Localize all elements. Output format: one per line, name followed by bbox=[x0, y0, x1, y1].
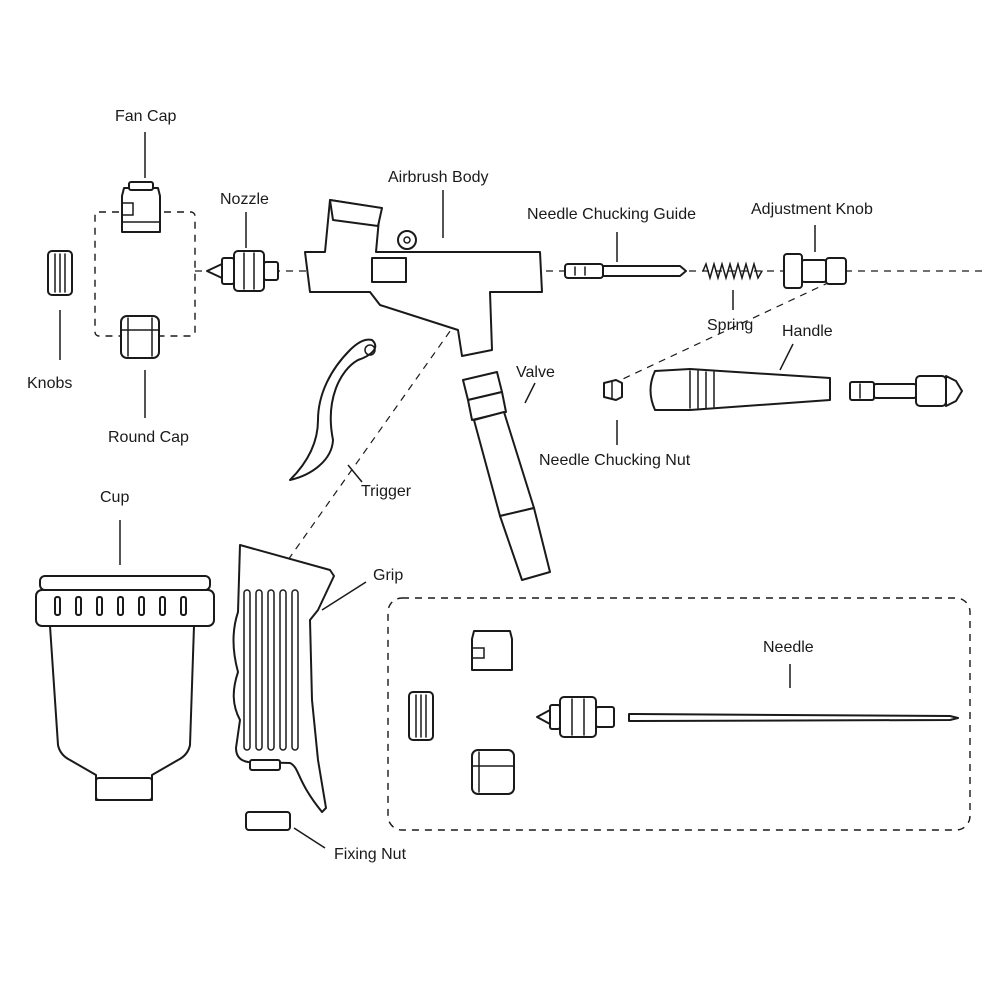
adjustment-knob-part bbox=[783, 253, 847, 289]
label-round-cap: Round Cap bbox=[108, 429, 189, 446]
label-cup: Cup bbox=[100, 489, 130, 506]
grip-guide-line bbox=[287, 309, 466, 561]
group-knobs-part bbox=[408, 691, 434, 741]
fixing-nut-leader bbox=[293, 827, 326, 849]
label-valve: Valve bbox=[516, 364, 555, 381]
trigger-leader bbox=[347, 464, 363, 483]
label-spring: Spring bbox=[707, 317, 754, 334]
handle-guide-line bbox=[609, 281, 831, 386]
fan-cap-part bbox=[121, 181, 161, 233]
label-needle: Needle bbox=[763, 639, 814, 656]
round-cap-part bbox=[120, 315, 160, 359]
grip-part bbox=[232, 544, 335, 813]
nozzle-part bbox=[206, 250, 279, 292]
group-round-cap-part bbox=[471, 749, 515, 795]
handle-rear-part bbox=[849, 375, 963, 407]
label-needle-chucking-nut: Needle Chucking Nut bbox=[539, 452, 691, 469]
label-needle-chucking-guide: Needle Chucking Guide bbox=[527, 206, 696, 223]
handle-part bbox=[649, 368, 831, 411]
label-grip: Grip bbox=[373, 567, 404, 584]
cup-part bbox=[35, 575, 215, 801]
valve-part bbox=[462, 371, 551, 581]
handle-leader bbox=[779, 343, 794, 371]
needle-chucking-nut-part bbox=[603, 379, 623, 401]
grip-leader bbox=[321, 581, 367, 611]
label-fan-cap: Fan Cap bbox=[115, 108, 177, 125]
knobs-part bbox=[47, 250, 73, 296]
spring-part bbox=[702, 261, 763, 281]
needle-chucking-guide-part bbox=[564, 263, 687, 279]
fixing-nut-part bbox=[245, 811, 291, 831]
group-fan-cap-part bbox=[471, 630, 513, 671]
label-handle: Handle bbox=[782, 323, 833, 340]
group-nozzle-part bbox=[536, 696, 615, 738]
needle-rod-part bbox=[628, 713, 959, 722]
label-trigger: Trigger bbox=[361, 483, 412, 500]
airbrush-body-part bbox=[304, 199, 543, 357]
needle-group-box bbox=[387, 597, 971, 831]
trigger-part bbox=[289, 338, 377, 481]
label-nozzle: Nozzle bbox=[220, 191, 269, 208]
label-adjustment-knob: Adjustment Knob bbox=[751, 201, 873, 218]
label-airbrush-body: Airbrush Body bbox=[388, 169, 489, 186]
label-knobs: Knobs bbox=[27, 375, 73, 392]
label-fixing-nut: Fixing Nut bbox=[334, 846, 407, 863]
valve-leader bbox=[524, 382, 536, 404]
